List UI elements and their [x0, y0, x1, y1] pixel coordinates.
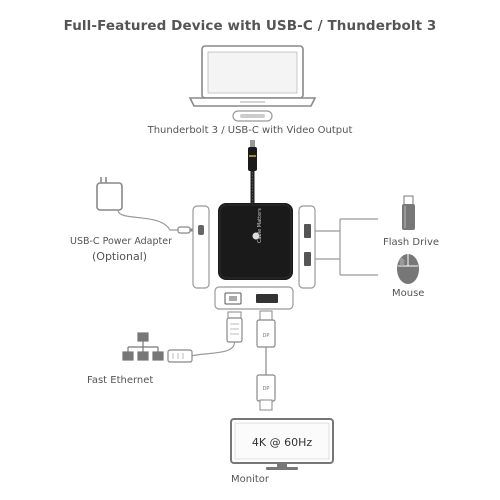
flash-drive-icon [402, 195, 415, 230]
laptop-icon [188, 45, 317, 107]
ethernet-label: Fast Ethernet [87, 375, 154, 386]
monitor-label: Monitor [230, 474, 269, 485]
flash-drive-label: Flash Drive [383, 237, 440, 248]
displayport-plug-icon: DP DP [256, 310, 276, 411]
diagram-title: Full-Featured Device with USB-C / Thunde… [63, 18, 437, 34]
usb-c-port-icon [232, 110, 273, 122]
thunderbolt-label: Thunderbolt 3 / USB-C with Video Output [147, 125, 353, 136]
power-adapter-icon [96, 177, 194, 234]
ethernet-plug-icon [167, 311, 243, 363]
hub-right-side [298, 205, 316, 289]
mouse-icon [397, 254, 419, 284]
network-icon [122, 332, 164, 361]
svg-text:DP: DP [263, 386, 270, 392]
mouse-label: Mouse [392, 288, 425, 299]
usb-connection-lines [315, 218, 378, 276]
svg-text:DP: DP [263, 333, 270, 339]
monitor-resolution-label: 4K @ 60Hz [251, 436, 313, 449]
monitor-icon [230, 418, 334, 470]
hub-left-side [192, 205, 210, 289]
hub-bottom-side [214, 286, 294, 310]
power-optional-label: (Optional) [92, 250, 148, 263]
usb-c-cable [248, 140, 257, 206]
brand-logo: Cable Matters [257, 208, 263, 243]
usb-c-hub [218, 203, 293, 280]
power-adapter-label: USB-C Power Adapter [70, 236, 173, 247]
